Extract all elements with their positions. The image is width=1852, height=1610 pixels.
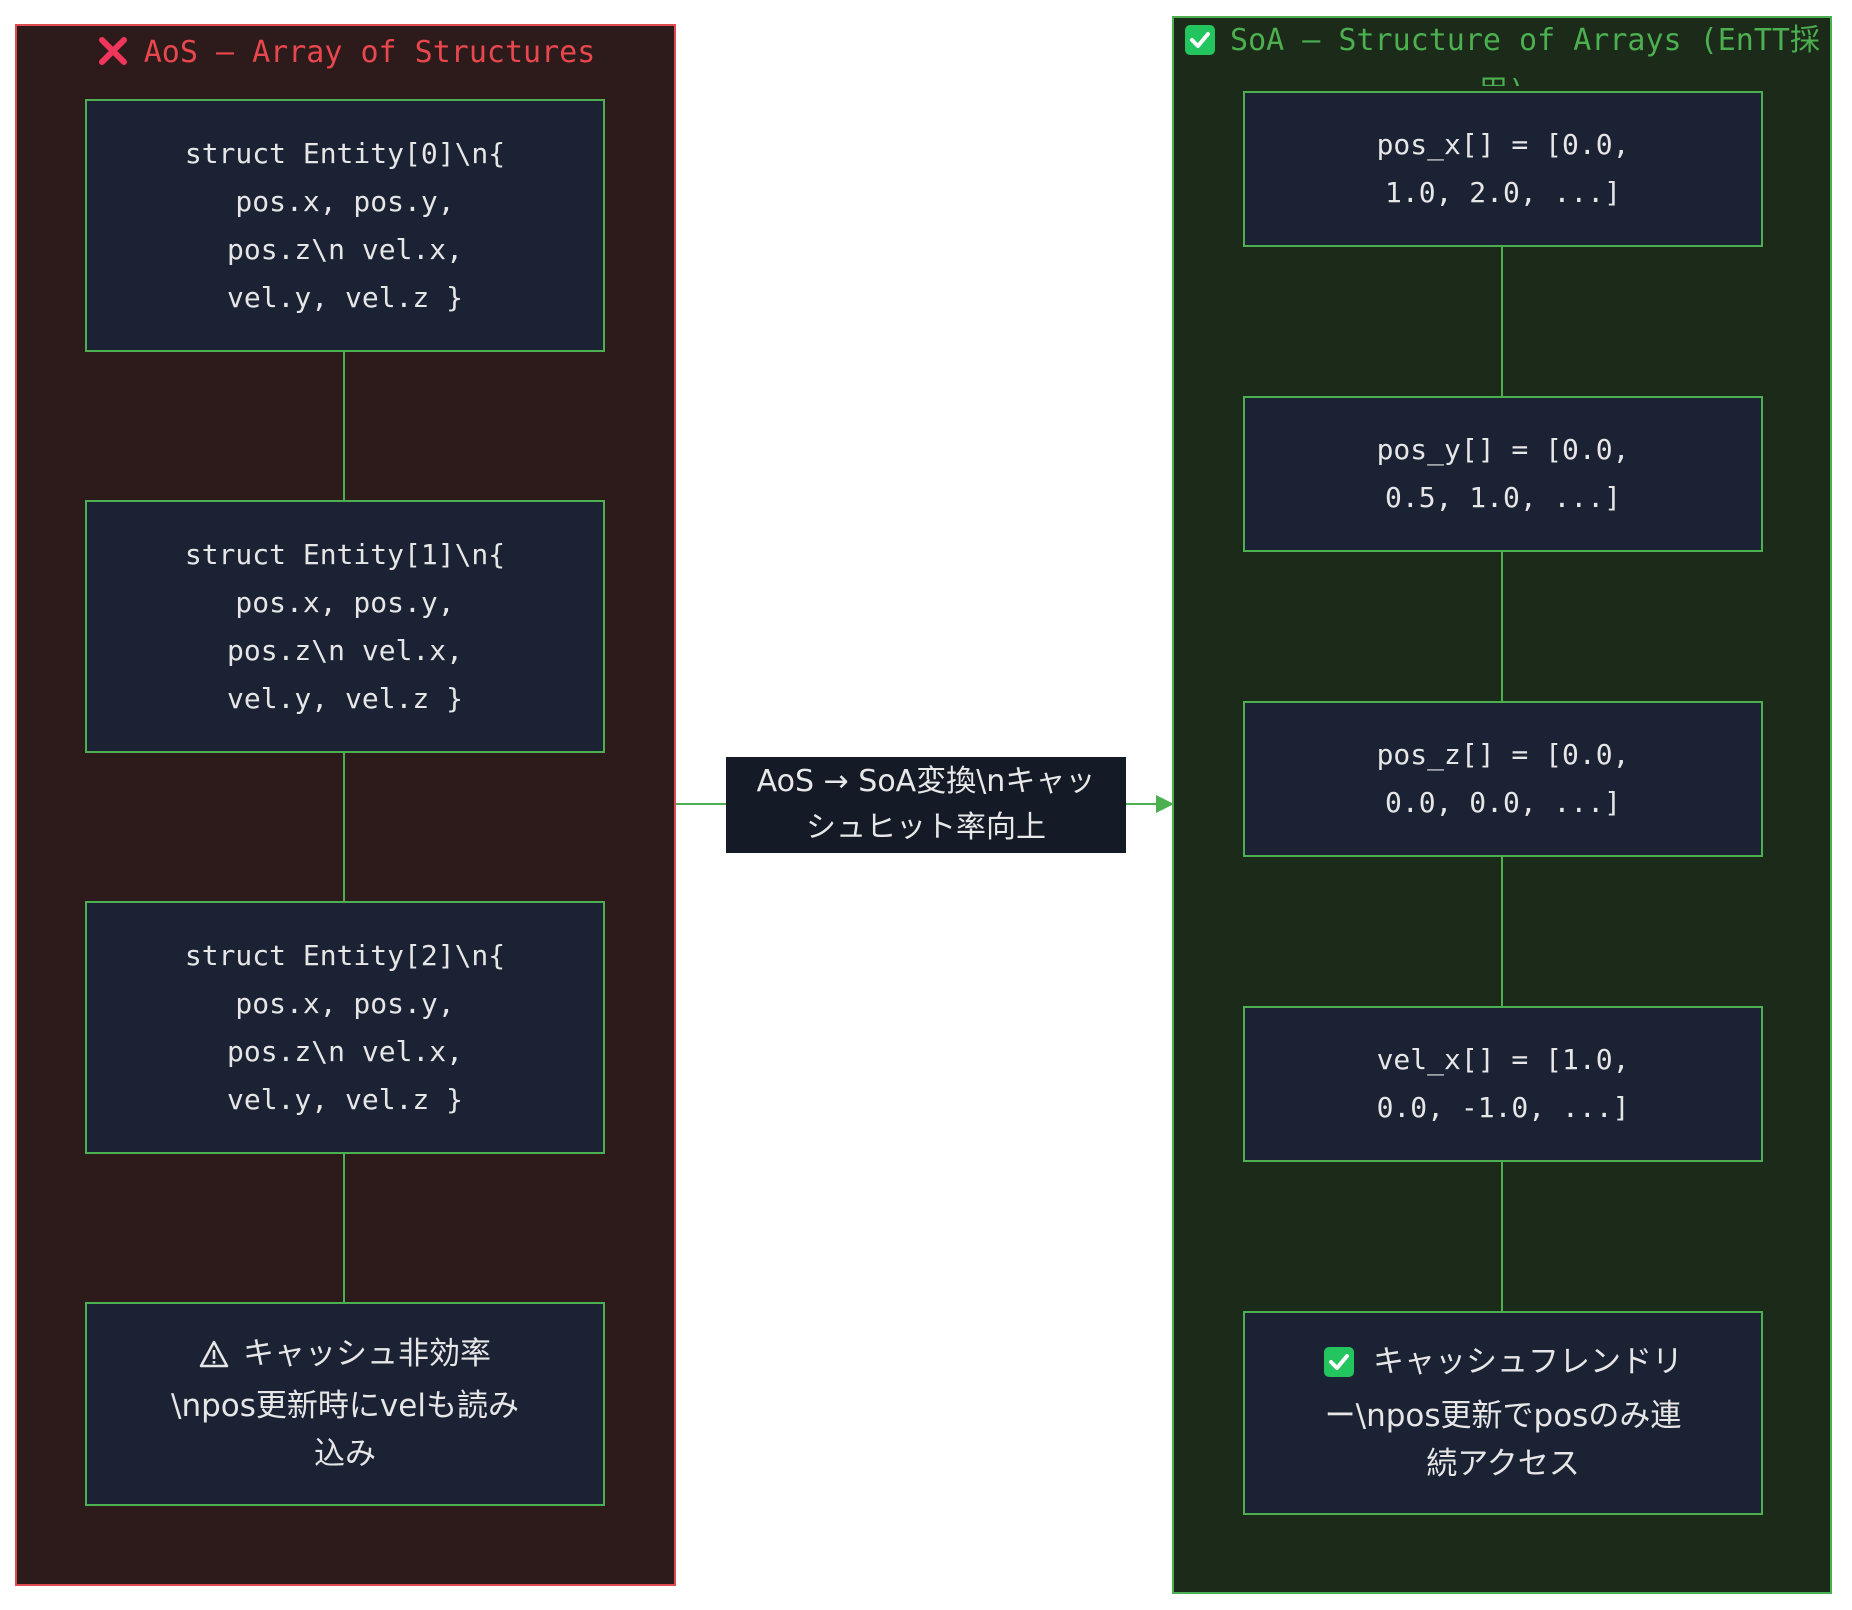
warning-icon [199, 1334, 229, 1382]
soa-panel-title: SoA — Structure of Arrays (EnTT採用) [1174, 18, 1830, 86]
soa-pos-y-text: pos_y[] = [0.0, 0.5, 1.0, ...] [1376, 433, 1630, 514]
transform-arrowhead [1156, 795, 1174, 813]
aos-entity-0-text: struct Entity[0]\n{ pos.x, pos.y, pos.z\… [184, 136, 506, 314]
transform-label: AoS → SoA変換\nキャッ シュヒット率向上 [726, 757, 1126, 853]
soa-edge-0-1 [1501, 247, 1503, 396]
soa-pos-z-node: pos_z[] = [0.0, 0.0, 0.0, ...] [1243, 701, 1763, 857]
aos-entity-1-text: struct Entity[1]\n{ pos.x, pos.y, pos.z\… [184, 537, 506, 715]
cross-mark-icon [96, 34, 130, 81]
aos-edge-1-2 [343, 753, 345, 902]
soa-panel-title-text: SoA — Structure of Arrays (EnTT採用) [1230, 23, 1820, 86]
soa-edge-3-4 [1501, 1162, 1503, 1311]
check-mark-icon [1184, 24, 1216, 69]
aos-edge-0-1 [343, 352, 345, 501]
soa-vel-x-node: vel_x[] = [1.0, 0.0, -1.0, ...] [1243, 1006, 1763, 1162]
soa-pos-z-text: pos_z[] = [0.0, 0.0, 0.0, ...] [1376, 738, 1630, 819]
aos-edge-2-3 [343, 1154, 345, 1303]
soa-cache-friendly-text: キャッシュフレンドリ ー\npos更新でposのみ連 続アクセス [1323, 1338, 1683, 1488]
soa-pos-x-text: pos_x[] = [0.0, 1.0, 2.0, ...] [1376, 128, 1630, 209]
aos-cache-inefficient-label: キャッシュ非効率 \npos更新時にvelも読み 込み [171, 1336, 519, 1472]
aos-entity-1-node: struct Entity[1]\n{ pos.x, pos.y, pos.z\… [85, 500, 605, 753]
soa-cache-friendly-node: キャッシュフレンドリ ー\npos更新でposのみ連 続アクセス [1243, 1311, 1763, 1515]
soa-edge-2-3 [1501, 857, 1503, 1006]
soa-cache-friendly-label: キャッシュフレンドリ ー\npos更新でposのみ連 続アクセス [1324, 1344, 1683, 1482]
soa-pos-x-node: pos_x[] = [0.0, 1.0, 2.0, ...] [1243, 91, 1763, 247]
aos-entity-2-text: struct Entity[2]\n{ pos.x, pos.y, pos.z\… [184, 938, 506, 1116]
check-mark-icon [1323, 1344, 1355, 1392]
aos-panel-title-text: AoS — Array of Structures [143, 35, 596, 70]
aos-panel-title: AoS — Array of Structures [17, 30, 674, 98]
aos-cache-inefficient-node: キャッシュ非効率 \npos更新時にvelも読み 込み [85, 1302, 605, 1506]
aos-entity-2-node: struct Entity[2]\n{ pos.x, pos.y, pos.z\… [85, 901, 605, 1154]
soa-edge-1-2 [1501, 552, 1503, 701]
soa-pos-y-node: pos_y[] = [0.0, 0.5, 1.0, ...] [1243, 396, 1763, 552]
aos-entity-0-node: struct Entity[0]\n{ pos.x, pos.y, pos.z\… [85, 99, 605, 352]
aos-cache-inefficient-text: キャッシュ非効率 \npos更新時にvelも読み 込み [171, 1330, 519, 1478]
soa-vel-x-text: vel_x[] = [1.0, 0.0, -1.0, ...] [1376, 1043, 1630, 1124]
